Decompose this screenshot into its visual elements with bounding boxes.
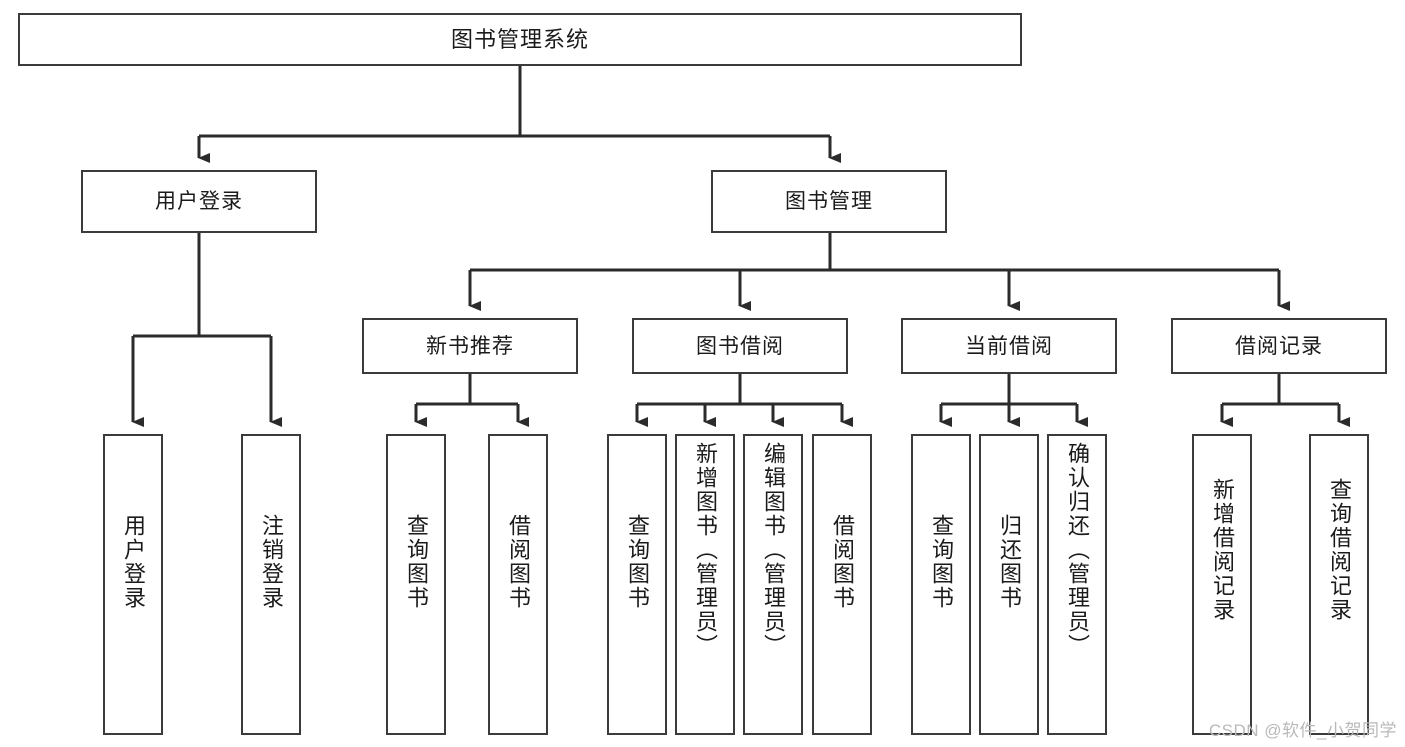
node-label: 图书管理 <box>785 190 873 213</box>
node-user-login[interactable]: 用户登录 <box>81 170 317 233</box>
node-leaf-add-book-admin[interactable]: 新增图书（管理员） <box>675 434 735 735</box>
node-label: 图书管理系统 <box>450 26 589 52</box>
node-label: 新增借阅记录 <box>1209 478 1235 622</box>
node-leaf-add-borrow-record[interactable]: 新增借阅记录 <box>1192 434 1252 735</box>
node-leaf-confirm-return-admin[interactable]: 确认归还（管理员） <box>1047 434 1107 735</box>
node-leaf-query-borrow-record[interactable]: 查询借阅记录 <box>1309 434 1369 735</box>
node-book-management[interactable]: 图书管理 <box>711 170 947 233</box>
node-label: 借阅图书 <box>829 514 855 610</box>
node-label: 查询图书 <box>624 514 650 610</box>
node-label: 编辑图书（管理员） <box>760 442 786 658</box>
node-label: 借阅记录 <box>1235 334 1323 358</box>
node-leaf-borrow-book[interactable]: 借阅图书 <box>812 434 872 735</box>
node-label: 当前借阅 <box>965 334 1053 358</box>
node-borrow-record[interactable]: 借阅记录 <box>1171 318 1387 374</box>
node-label: 确认归还（管理员） <box>1064 442 1090 658</box>
node-label: 借阅图书 <box>505 514 531 610</box>
node-new-book-recommendation[interactable]: 新书推荐 <box>362 318 578 374</box>
node-label: 图书借阅 <box>696 334 784 358</box>
node-leaf-logout[interactable]: 注销登录 <box>241 434 301 735</box>
node-leaf-query-book-recommend[interactable]: 查询图书 <box>386 434 446 735</box>
node-leaf-edit-book-admin[interactable]: 编辑图书（管理员） <box>743 434 803 735</box>
node-leaf-query-book-current[interactable]: 查询图书 <box>911 434 971 735</box>
node-label: 用户登录 <box>155 190 243 213</box>
node-label: 查询借阅记录 <box>1326 478 1352 622</box>
node-label: 新增图书（管理员） <box>692 442 718 658</box>
node-label: 注销登录 <box>258 514 284 610</box>
node-leaf-borrow-book-recommend[interactable]: 借阅图书 <box>488 434 548 735</box>
node-label: 归还图书 <box>996 514 1022 610</box>
node-leaf-user-login[interactable]: 用户登录 <box>103 434 163 735</box>
node-label: 查询图书 <box>928 514 954 610</box>
csdn-watermark: CSDN @软件_小贺同学 <box>1208 721 1397 740</box>
node-root-book-management-system[interactable]: 图书管理系统 <box>18 13 1022 66</box>
node-label: 用户登录 <box>120 514 146 610</box>
node-label: 查询图书 <box>403 514 429 610</box>
node-leaf-query-book-borrow[interactable]: 查询图书 <box>607 434 667 735</box>
node-book-borrow[interactable]: 图书借阅 <box>632 318 848 374</box>
node-label: 新书推荐 <box>426 334 514 358</box>
node-leaf-return-book[interactable]: 归还图书 <box>979 434 1039 735</box>
node-current-borrow[interactable]: 当前借阅 <box>901 318 1117 374</box>
